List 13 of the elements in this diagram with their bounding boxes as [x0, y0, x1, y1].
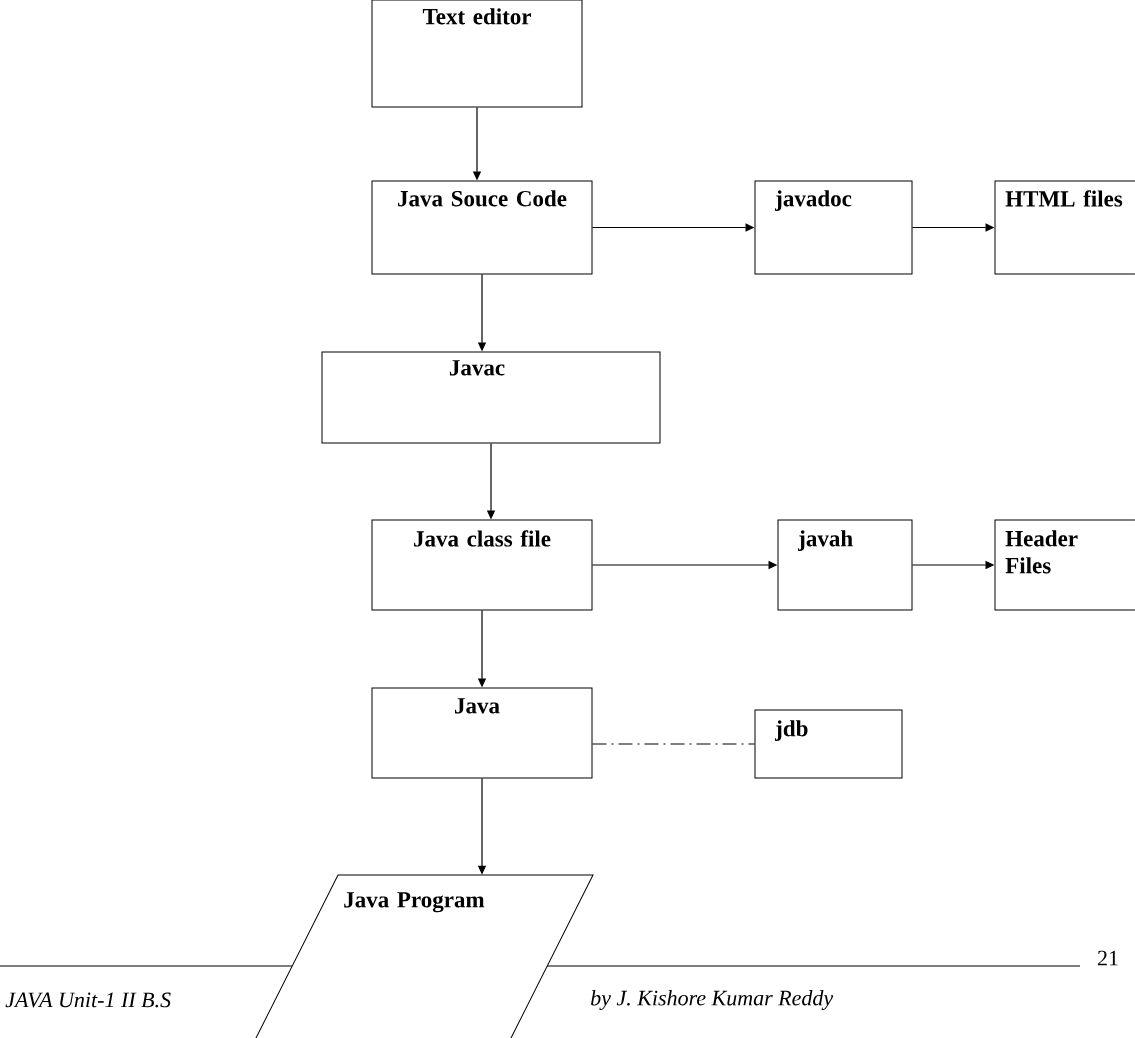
process-box: Text editor	[371, 0, 583, 108]
process-box: Javac	[321, 351, 661, 444]
process-box: javah	[777, 519, 913, 611]
process-box: Java	[371, 687, 593, 779]
footer-text: 21	[1098, 950, 1118, 966]
footer-text: JAVA Unit-1 II B.S	[5, 992, 171, 1008]
process-box: javadoc	[754, 180, 913, 275]
process-box: Header Files	[994, 519, 1135, 611]
process-box: Java class file	[371, 519, 593, 611]
process-box: jdb	[754, 709, 903, 779]
process-box: Java Souce Code	[371, 180, 593, 275]
process-box: HTML files	[994, 180, 1135, 275]
footer-text: by J. Kishore Kumar Reddy	[591, 990, 834, 1010]
